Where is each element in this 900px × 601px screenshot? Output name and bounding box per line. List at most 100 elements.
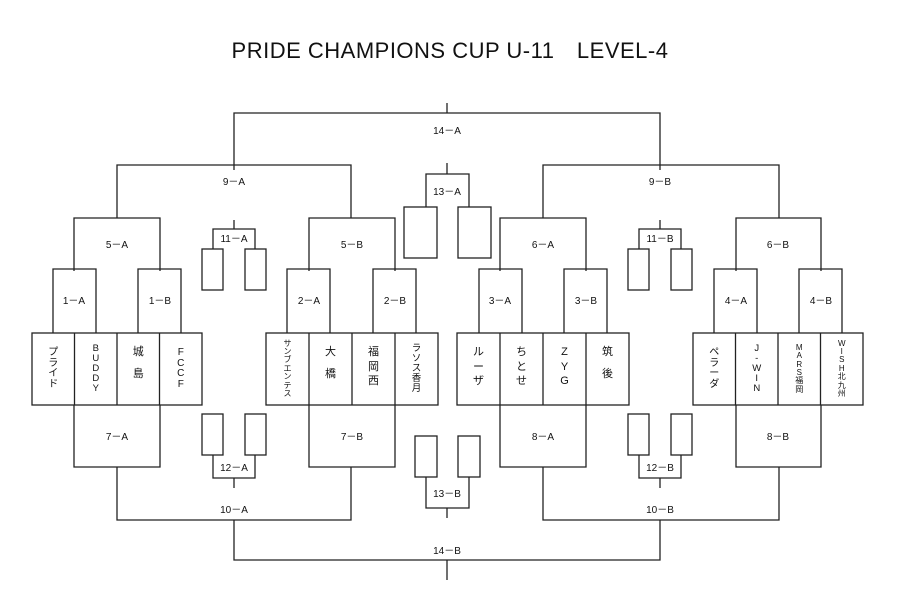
- team-name-char: せ: [516, 375, 527, 388]
- team-name-char: ラ: [48, 357, 59, 369]
- team-name-char: ソ: [411, 353, 422, 365]
- team-name-char: A: [796, 351, 802, 361]
- team-name-char: -: [755, 353, 759, 365]
- team-name-char: B: [92, 343, 99, 355]
- team-name-char: ラ: [709, 357, 720, 369]
- team-slot: ちとせ: [500, 333, 543, 405]
- match-8b: 8－B: [767, 432, 790, 443]
- team-name-char: ち: [516, 346, 527, 359]
- team-name-char: U: [92, 353, 100, 365]
- team-name-char: ザ: [473, 375, 484, 388]
- team-name-char: ン: [283, 347, 292, 357]
- team-name-char: ブ: [283, 355, 292, 365]
- match-10a: 10－A: [220, 505, 248, 516]
- team-name-char: ラ: [411, 343, 422, 355]
- match-11b: 11－B: [646, 234, 673, 245]
- team-slot: ペラーダ: [693, 333, 736, 405]
- team-name-char: G: [560, 375, 569, 388]
- team-name-char: 北: [837, 372, 846, 382]
- match-14a: 14－A: [433, 126, 461, 137]
- match-6a: 6－A: [532, 240, 555, 251]
- team-slot: 大橋: [309, 333, 352, 405]
- team-name-char: イ: [48, 368, 59, 379]
- match-12b: 12－B: [646, 463, 674, 474]
- team-name-char: D: [92, 363, 100, 375]
- team-name-char: I: [755, 372, 759, 384]
- match-8a: 8－A: [532, 432, 555, 443]
- team-boxes: [31, 332, 864, 406]
- team-name-char: F: [177, 347, 184, 358]
- team-name-char: ー: [709, 368, 720, 379]
- team-name-char: 後: [602, 368, 613, 380]
- match-3b: 3－B: [575, 296, 598, 307]
- match-7b: 7－B: [341, 432, 364, 443]
- team-name-char: 岡: [795, 384, 804, 394]
- team-name-char: エ: [283, 363, 292, 373]
- team-name-char: 筑: [602, 346, 613, 359]
- team-name-char: J: [754, 343, 760, 355]
- match-5a: 5－A: [106, 240, 129, 251]
- team-name-char: D: [92, 372, 100, 384]
- match-12a: 12－A: [220, 463, 248, 474]
- match-9a: 9－A: [223, 177, 246, 188]
- match-5b: 5－B: [341, 240, 364, 251]
- team-name-char: C: [177, 357, 185, 369]
- team-name-char: W: [837, 338, 846, 348]
- match-14b: 14－B: [433, 546, 461, 557]
- team-name-char: 岡: [368, 360, 379, 373]
- team-name-char: ス: [411, 363, 422, 375]
- team-name-char: サ: [283, 338, 292, 348]
- match-10b: 10－B: [646, 505, 674, 516]
- team-name-char: テ: [283, 380, 292, 390]
- match-13b: 13－B: [433, 489, 461, 500]
- team-name-char: F: [177, 378, 184, 390]
- upper-bracket-lines: [52, 103, 843, 333]
- match-4a: 4－A: [725, 296, 748, 307]
- match-9b: 9－B: [649, 177, 672, 188]
- team-name-char: ス: [283, 388, 292, 398]
- team-name-char: 西: [368, 375, 379, 388]
- team-name-char: 橋: [325, 368, 336, 380]
- team-name-char: Z: [561, 346, 568, 359]
- match-6b: 6－B: [767, 240, 790, 251]
- consolation-brackets: [201, 163, 693, 518]
- team-slot: ルーザ: [457, 333, 500, 405]
- team-name-char: M: [795, 342, 803, 352]
- match-2b: 2－B: [384, 296, 407, 307]
- team-name-char: 大: [325, 346, 336, 359]
- match-7a: 7－A: [106, 432, 129, 443]
- team-name-char: ペ: [709, 347, 720, 358]
- match-2a: 2－A: [298, 296, 321, 307]
- team-name-char: ダ: [709, 378, 720, 390]
- team-name-char: H: [838, 363, 845, 373]
- team-name-char: 福: [795, 376, 804, 386]
- team-name-char: ド: [48, 378, 59, 390]
- team-name-char: W: [752, 363, 762, 375]
- team-name-char: 九: [837, 380, 846, 390]
- lower-bracket-lines: [73, 405, 822, 580]
- team-slot: ラソス香月: [395, 333, 438, 405]
- team-name-char: 島: [132, 368, 144, 380]
- match-1b: 1－B: [149, 296, 172, 307]
- match-11a: 11－A: [220, 234, 247, 245]
- match-1a: 1－A: [63, 296, 86, 307]
- team-slot: サンブエンテス: [266, 333, 309, 405]
- team-name-char: と: [516, 360, 527, 373]
- team-name-char: R: [796, 359, 803, 369]
- team-slot: 城島: [117, 333, 160, 405]
- team-name-char: Y: [560, 360, 569, 373]
- team-name-char: 城: [132, 346, 144, 359]
- team-name-char: I: [840, 347, 843, 357]
- team-name-char: 福: [368, 346, 379, 359]
- tournament-title: PRIDE CHAMPIONS CUP U-11 LEVEL-4: [231, 38, 669, 63]
- team-name-char: ン: [283, 372, 292, 382]
- team-slot: 福岡西: [352, 333, 395, 405]
- team-name-char: 州: [837, 388, 846, 398]
- team-name-char: S: [839, 355, 845, 365]
